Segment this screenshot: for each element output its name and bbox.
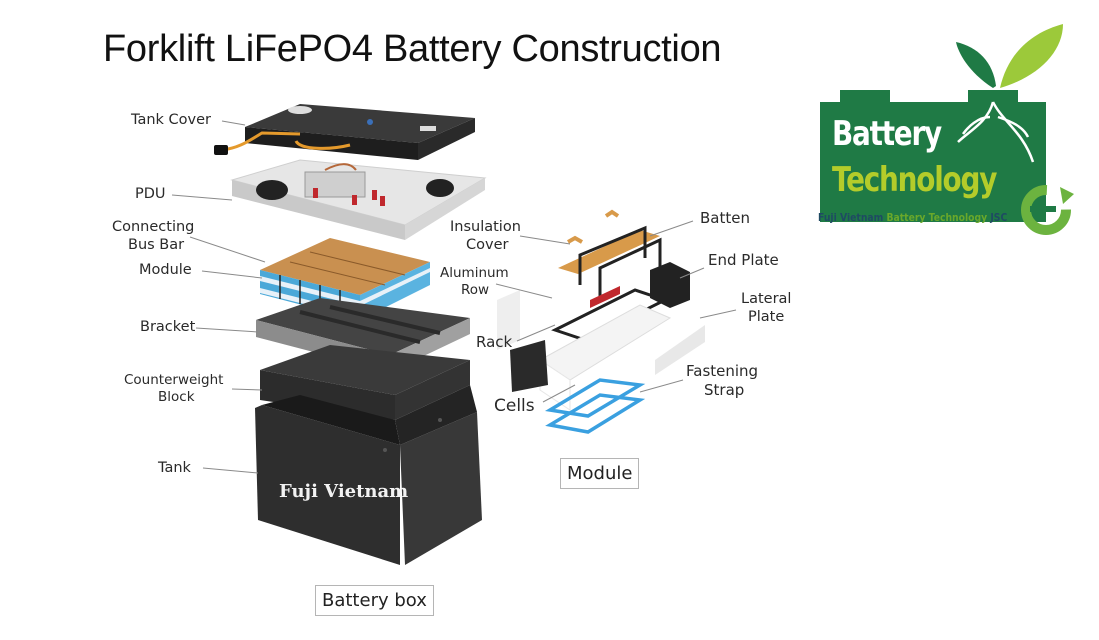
logo-tagline-field: Battery Technology (886, 212, 988, 224)
label-connecting-bus-bar-line2: Bus Bar (128, 237, 185, 253)
label-bracket: Bracket (140, 319, 196, 335)
label-tank: Tank (158, 460, 191, 476)
tank-illustration (255, 385, 482, 565)
battery-technology-logo: Battery Technology Fuji Vietnam Battery … (818, 22, 1078, 242)
logo-tagline: Fuji Vietnam Battery Technology JSC (818, 212, 1007, 224)
pdu-illustration (230, 159, 487, 240)
watermark-text: Fuji Vietnam (279, 481, 409, 502)
label-insulation-cover-line2: Cover (466, 237, 509, 253)
logo-tagline-company: Fuji Vietnam (818, 212, 887, 224)
label-fastening-strap-line1: Fastening (686, 362, 759, 380)
label-pdu: PDU (135, 186, 166, 202)
tank-cover-illustration (214, 104, 475, 160)
label-lateral-plate-line2: Plate (748, 309, 785, 325)
label-aluminum-row-line2: Row (461, 282, 490, 298)
leaf-icon (956, 24, 1063, 88)
label-tank-cover: Tank Cover (131, 112, 211, 128)
label-fastening-strap-line2: Strap (704, 381, 745, 399)
label-counterweight-line1: Counterweight (124, 372, 224, 388)
leader-lines (171, 120, 737, 474)
logo-battery-terminal-left (840, 90, 890, 102)
caption-module: Module (560, 458, 640, 489)
caption-battery-box: Battery box (315, 585, 434, 616)
label-counterweight-line2: Block (158, 389, 195, 405)
label-aluminum-row-line1: Aluminum (440, 265, 509, 281)
counterweight-block-illustration (260, 345, 470, 420)
recycle-icon (1021, 185, 1074, 235)
roots-icon (957, 101, 1035, 163)
logo-battery-terminal-right (968, 90, 1018, 102)
label-insulation-cover-line1: Insulation (450, 219, 521, 235)
label-batten: Batten (700, 209, 750, 227)
label-lateral-plate-line1: Lateral (741, 291, 792, 307)
label-rack: Rack (476, 333, 513, 351)
label-connecting-bus-bar-line1: Connecting (112, 219, 195, 235)
label-end-plate: End Plate (708, 251, 779, 269)
logo-tagline-suffix: JSC (987, 212, 1008, 224)
label-module: Module (139, 262, 192, 278)
logo-word-battery: Battery (832, 114, 942, 154)
logo-word-technology: Technology (832, 160, 997, 200)
page-title: Forklift LiFePO4 Battery Construction (103, 28, 722, 70)
label-cells: Cells (494, 396, 535, 416)
module-exploded-illustration (497, 209, 705, 434)
